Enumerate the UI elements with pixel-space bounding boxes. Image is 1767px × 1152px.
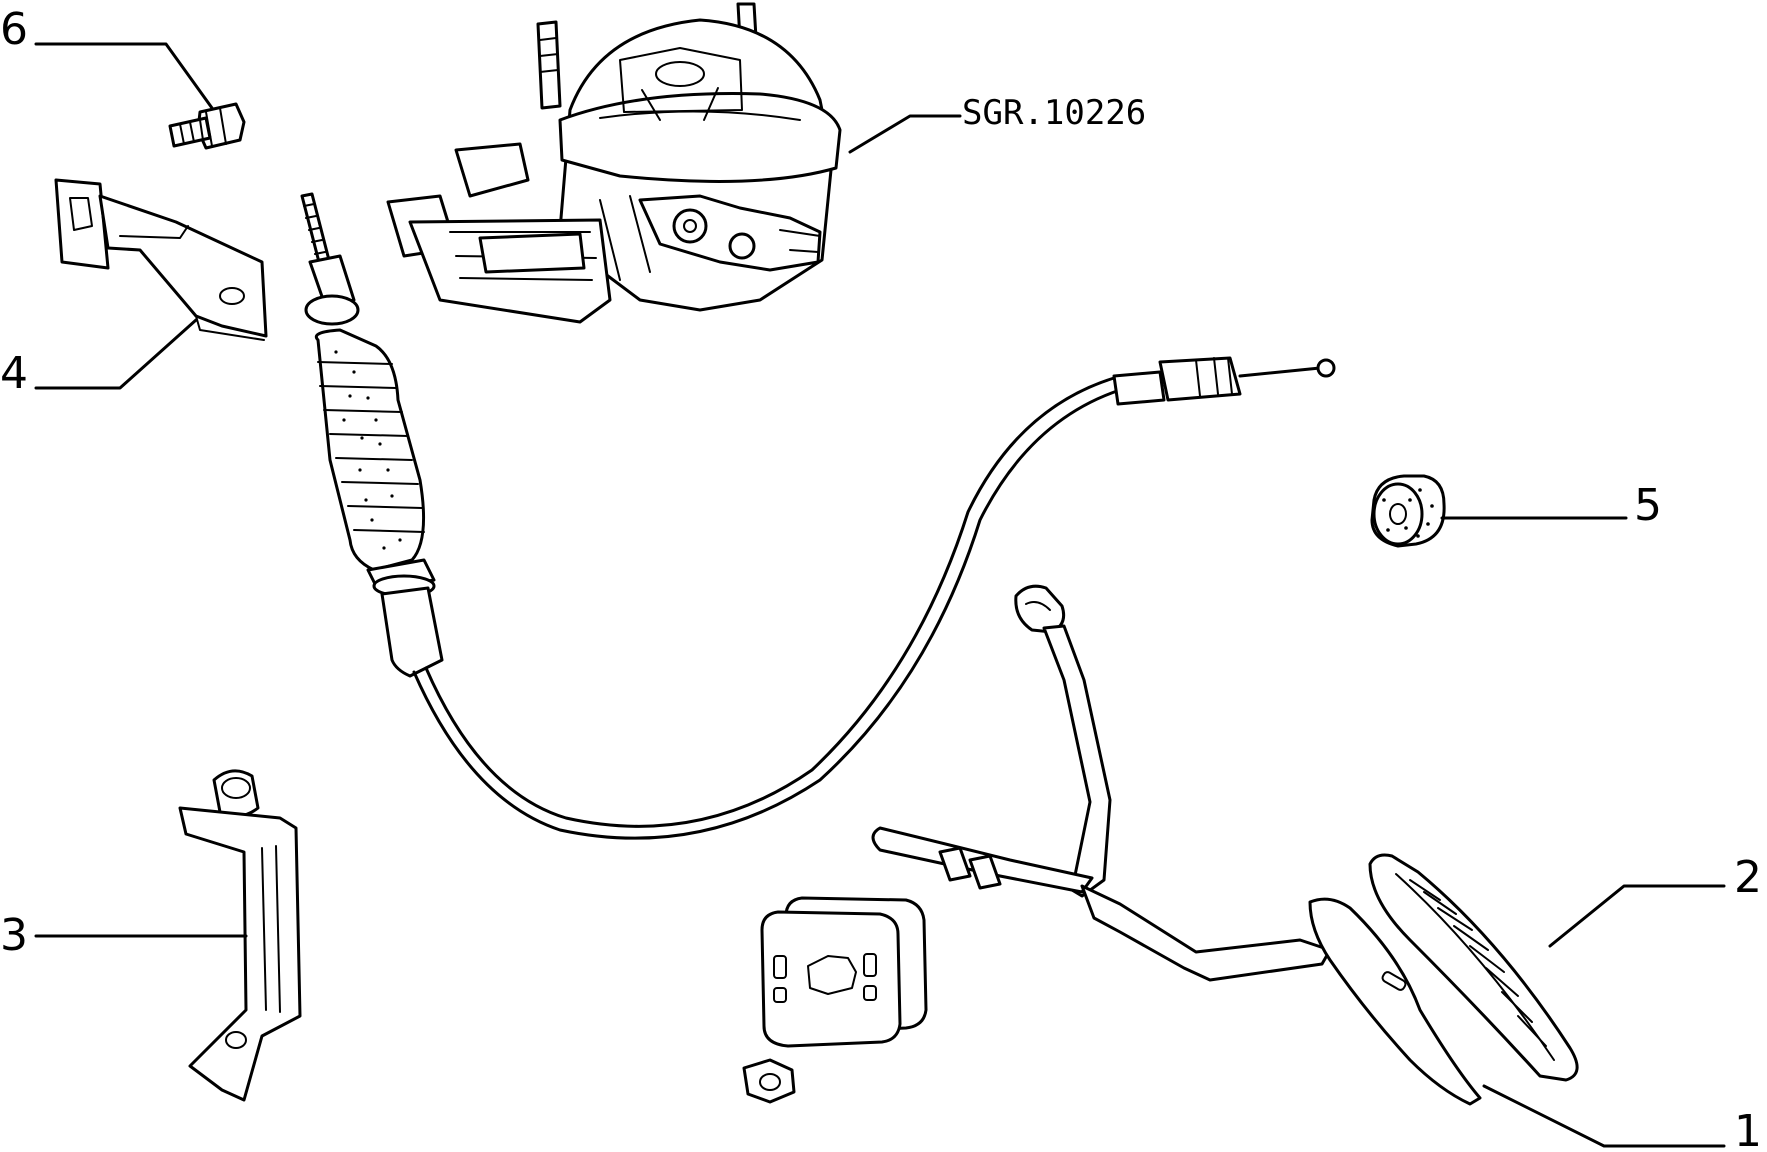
part-1-pedal-lever [871, 584, 1482, 1106]
carburettor-assembly [386, 2, 842, 324]
callout-6: 6 [0, 4, 28, 55]
rubber-mount [760, 896, 928, 1048]
reference-callout: SGR.10226 [848, 93, 1146, 154]
callout-4: 4 [0, 348, 28, 399]
callout-1: 1 [1734, 1106, 1762, 1152]
reference-label: SGR.10226 [962, 93, 1146, 133]
part-5-grommet [1370, 474, 1446, 548]
callout-labels: 6 4 3 5 2 1 [0, 4, 1762, 1152]
leader-1 [1482, 1084, 1726, 1148]
callout-2: 2 [1734, 852, 1762, 903]
leader-4 [34, 318, 198, 390]
hex-nut [742, 1058, 796, 1104]
part-3-bracket [178, 769, 302, 1102]
part-4-bracket [54, 178, 268, 341]
part-2-pedal-pad [1368, 853, 1579, 1082]
leader-6 [34, 42, 214, 110]
callout-5: 5 [1634, 480, 1662, 531]
part-6-bolt [168, 102, 246, 150]
leader-2 [1548, 884, 1726, 948]
throttle-cable [300, 192, 1336, 840]
callout-leaders [34, 42, 1726, 1148]
callout-3: 3 [0, 910, 28, 961]
